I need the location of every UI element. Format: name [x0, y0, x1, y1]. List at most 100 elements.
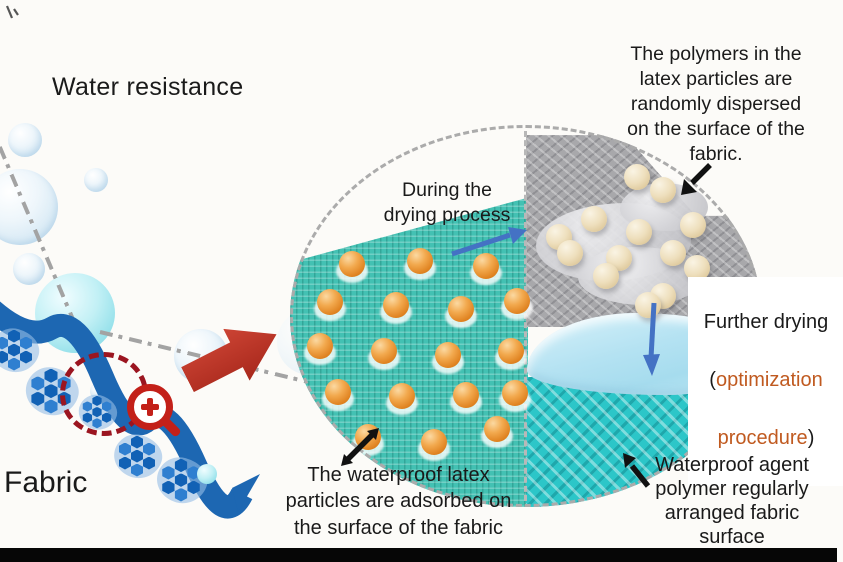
particle-ball: [389, 383, 415, 409]
latex-particle-orange: [481, 416, 513, 448]
latex-particle-orange: [336, 251, 368, 283]
further-drying-line1: Further drying: [703, 311, 829, 333]
hexagon-particle: [8, 343, 20, 357]
hexagon-particle: [143, 456, 155, 470]
latex-particle-orange: [386, 383, 418, 415]
particle-ball: [435, 342, 461, 368]
hexagon-particle: [44, 399, 58, 414]
hexagon-particle: [0, 336, 8, 350]
corner-scribble-mark: [5, 5, 19, 19]
particle-ball: [484, 416, 510, 442]
magnifier-ring: [127, 384, 173, 430]
particle-ball: [325, 379, 351, 405]
hexagon-particle: [20, 350, 32, 364]
latex-particle-cream: [680, 212, 706, 238]
latex-particle-cream: [593, 263, 619, 289]
hexagon-particle: [0, 350, 8, 364]
particle-ball: [307, 333, 333, 359]
particle-ball: [624, 164, 650, 190]
hexagon-particle: [143, 442, 155, 456]
hexagon-particle: [187, 465, 200, 480]
bubble: [197, 464, 217, 484]
latex-particle-orange: [501, 288, 533, 320]
page-title: Water resistance: [52, 73, 244, 101]
particle-ball: [593, 263, 619, 289]
particle-ball: [339, 251, 365, 277]
latex-particle-orange: [314, 289, 346, 321]
particle-ball: [557, 240, 583, 266]
latex-particle-cream: [624, 164, 650, 190]
hexagon-particle: [174, 473, 188, 487]
latex-particle-orange: [470, 253, 502, 285]
bubble: [84, 168, 108, 192]
hexagon-particle: [44, 368, 58, 383]
black-arrow-down-left: [681, 163, 712, 195]
magnifier-handle: [159, 415, 182, 438]
particle-ball: [371, 338, 397, 364]
hexagon-particle: [31, 376, 45, 391]
particle-ball: [660, 240, 686, 266]
bubble: [0, 169, 58, 245]
annotation-further-drying: Further drying (optimization procedure): [688, 277, 843, 486]
fabric-label: Fabric: [4, 466, 88, 499]
bubble: [13, 253, 45, 285]
latex-particle-orange: [304, 333, 336, 365]
latex-particle-cream: [557, 240, 583, 266]
further-drying-line3: procedure): [717, 427, 815, 449]
hexagon-particle: [20, 336, 32, 350]
annotation-during-drying: During the drying process: [383, 179, 511, 227]
latex-particle-orange: [499, 380, 531, 412]
particle-ball: [407, 248, 433, 274]
latex-particle-cream: [581, 206, 607, 232]
particle-ball: [421, 429, 447, 455]
hexagon-particle: [174, 458, 188, 473]
further-drying-line2: (optimization: [709, 369, 823, 391]
hexagon-particle: [131, 463, 143, 477]
latex-particle-orange: [404, 248, 436, 280]
hexagon-particle: [131, 435, 143, 449]
hexagon-particle: [31, 391, 45, 406]
hexagon-particle: [187, 480, 200, 495]
annotation-polymers-dispersed: The polymers in the latex particles are …: [627, 43, 805, 165]
particle-ball: [635, 292, 661, 318]
particle-ball: [504, 288, 530, 314]
particle-ball: [502, 380, 528, 406]
plus-icon: [147, 398, 153, 416]
latex-particle-cream: [684, 255, 710, 281]
hexagon-particle: [44, 383, 58, 399]
particle-ball: [383, 292, 409, 318]
hexagon-particle: [119, 456, 131, 470]
hexagon-particle: [119, 442, 131, 456]
annotation-particles-adsorbed: The waterproof latex particles are adsor…: [285, 464, 512, 539]
annotation-regularly-arranged: Waterproof agent polymer regularly arran…: [655, 454, 809, 548]
latex-particle-orange: [495, 338, 527, 370]
hexagon-particle: [8, 357, 20, 371]
blue-arrow-up-right: [451, 227, 527, 257]
black-double-arrow: [341, 428, 379, 466]
particle-ball: [453, 382, 479, 408]
particle-ball: [317, 289, 343, 315]
hexagon-particle: [131, 449, 143, 463]
latex-particle-orange: [432, 342, 464, 374]
latex-particle-cream: [660, 240, 686, 266]
latex-particle-orange: [445, 296, 477, 328]
latex-particle-cream: [626, 219, 652, 245]
latex-particle-orange: [418, 429, 450, 461]
hexagon-particle: [8, 329, 20, 343]
hexagon-particle: [162, 465, 175, 480]
particle-ball: [684, 255, 710, 281]
particle-ball: [581, 206, 607, 232]
bubble: [8, 123, 42, 157]
particle-ball: [626, 219, 652, 245]
bottom-bar: [0, 548, 837, 562]
latex-particle-orange: [380, 292, 412, 324]
latex-particle-orange: [450, 382, 482, 414]
black-arrow-up-left: [623, 453, 651, 488]
particle-ball: [498, 338, 524, 364]
particle-ball: [650, 177, 676, 203]
latex-particle-cream: [650, 177, 676, 203]
particle-ball: [448, 296, 474, 322]
magnifier-icon: [127, 384, 197, 448]
